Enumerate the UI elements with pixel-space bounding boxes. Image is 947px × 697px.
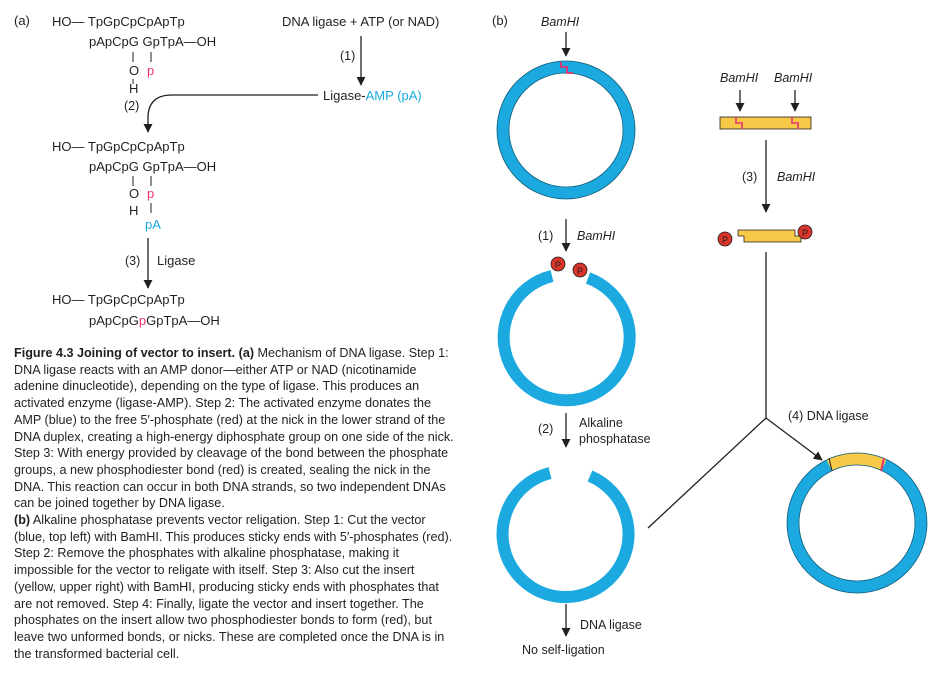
step2-b-label-1: Alkaline (579, 416, 623, 430)
top-strand-2: HO— TpGpCpCpApTp (52, 139, 185, 154)
p-label-2: p (147, 186, 154, 201)
insert-phosphate-right (797, 224, 813, 240)
bamhi-insert-label-1: BamHI (720, 71, 759, 85)
recombinant-circle (787, 453, 927, 593)
phosphate-right-label: P (577, 266, 583, 276)
insert-phosphate-left-label: P (722, 235, 728, 245)
caption-paragraph-a: Figure 4.3 Joining of vector to insert. … (14, 345, 454, 512)
caption-paragraph-b: (b) Alkaline phosphatase prevents vector… (14, 512, 454, 662)
insert-dna-cut (737, 229, 802, 243)
recombinant-bond-red (880, 457, 885, 472)
step2-b-label-2: phosphatase (579, 432, 651, 446)
vector-circle-dephosphorylated (496, 467, 635, 604)
phosphate-left-b (550, 256, 566, 272)
step3-ligase-label: Ligase (157, 253, 195, 268)
figure-caption: Figure 4.3 Joining of vector to insert. … (14, 345, 454, 662)
step2-b-number: (2) (538, 422, 553, 436)
bottom-strand-3-left: pApCpG (89, 313, 139, 328)
h-label-1: H (129, 81, 138, 96)
step1-number: (1) (340, 49, 355, 63)
step3-b-number: (3) (742, 170, 757, 184)
bottom-strand-3: pApCpGpGpTpA—OH (89, 313, 220, 328)
step1-b-enzyme: BamHI (577, 229, 616, 243)
o-label-2: O (129, 186, 139, 201)
pa-label: pA (145, 217, 161, 232)
step2-arrow (143, 94, 318, 133)
step4-label: (4) DNA ligase (788, 409, 869, 423)
panel-a-label: (a) (14, 13, 30, 28)
vector-circle-cut (497, 270, 636, 407)
bamhi-top-label: BamHI (541, 15, 580, 29)
bottom-strand-2: pApCpG GpTpA—OH (89, 159, 216, 174)
o-label-1: O (129, 63, 139, 78)
caption-b-label: (b) (14, 513, 31, 528)
bamhi-insert-label-2: BamHI (774, 71, 813, 85)
insert-phosphate-right-label: P (802, 228, 808, 238)
h-label-2: H (129, 203, 138, 218)
recombinant-insert-arc (826, 452, 887, 471)
step2-number: (2) (124, 99, 139, 113)
caption-b-text: Alkaline phosphatase prevents vector rel… (14, 513, 453, 661)
panel-b-label: (b) (492, 13, 508, 28)
bamhi-site-mark (560, 62, 573, 74)
insert-site-mark-2 (791, 117, 799, 129)
vector-to-ligation-line (647, 417, 767, 529)
panel-a: (a) HO— TpGpCpCpApTp pApCpG GpTpA—OH O p… (14, 13, 439, 328)
recombinant-nick (828, 457, 833, 472)
ligase-amp-blue: AMP (pA) (366, 88, 422, 103)
vector-circle-intact (497, 61, 635, 199)
bottom-strand-3-right: GpTpA—OH (146, 313, 220, 328)
recombinant-outline-inner (798, 464, 916, 582)
top-strand-3: HO— TpGpCpCpApTp (52, 292, 185, 307)
panel-b: (b) BamHI (1) BamHI P P (2) Alkaline pho… (492, 13, 928, 657)
bottom-strand-3-bond: p (139, 313, 146, 328)
step3-b-enzyme: BamHI (777, 170, 816, 184)
ligase-donor-label: DNA ligase + ATP (or NAD) (282, 14, 439, 29)
step3-number: (3) (125, 254, 140, 268)
recombinant-outline-outer (786, 452, 928, 594)
phosphate-left-label: P (555, 260, 561, 270)
caption-a-label: (a) (238, 346, 255, 360)
ligase-bottom-label: DNA ligase (580, 618, 642, 632)
top-strand-1: HO— TpGpCpCpApTp (52, 14, 185, 29)
vector-circle-outline-outer (496, 60, 636, 200)
insert-site-mark-1 (735, 117, 743, 129)
caption-a-text: Mechanism of DNA ligase. Step 1: DNA lig… (14, 346, 454, 511)
phosphate-right-b (572, 262, 588, 278)
p-label-1: p (147, 63, 154, 78)
ligase-amp-label: Ligase-AMP (pA) (323, 88, 422, 103)
no-self-ligation-label: No self-ligation (522, 643, 605, 657)
vector-circle-outline-inner (508, 72, 624, 188)
ligation-arrow (765, 417, 823, 461)
bottom-strand-1: pApCpG GpTpA—OH (89, 34, 216, 49)
step1-b-number: (1) (538, 229, 553, 243)
ligase-amp-prefix: Ligase- (323, 88, 366, 103)
insert-phosphate-left (717, 231, 733, 247)
caption-title: Figure 4.3 Joining of vector to insert. (14, 346, 236, 360)
